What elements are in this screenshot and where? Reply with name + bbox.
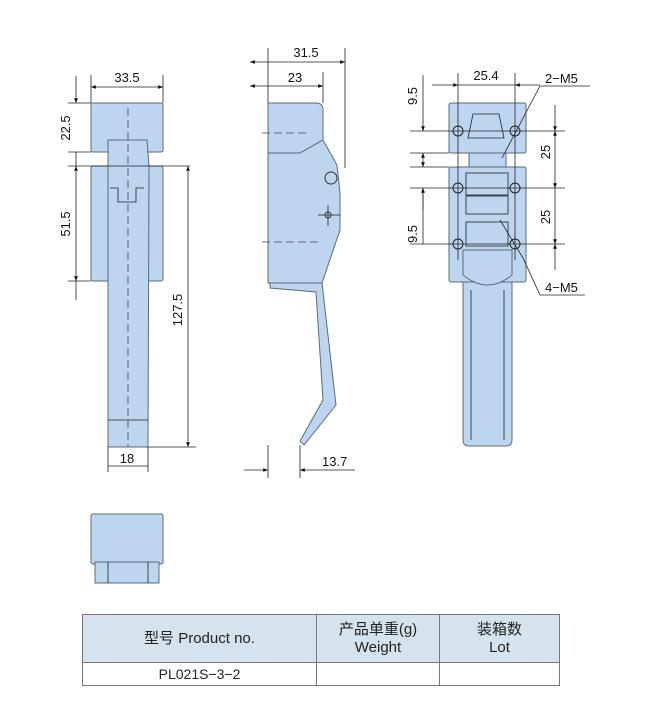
header-lot-en: Lot <box>489 638 510 656</box>
dim-left-stem-width: 18 <box>120 451 134 466</box>
dim-left-cap-height: 22.5 <box>58 115 73 140</box>
dim-side-top-width: 23 <box>288 70 302 85</box>
cell-product: PL021S−3−2 <box>82 662 317 686</box>
cell-weight <box>316 662 440 686</box>
label-2-m5: 2−M5 <box>545 71 578 86</box>
header-product: 型号 Product no. <box>82 614 317 663</box>
header-weight: 产品单重(g)Weight <box>316 614 440 663</box>
dim-side-handle-offset: 13.7 <box>322 454 347 469</box>
dim-left-width: 33.5 <box>114 70 139 85</box>
dim-left-total-height: 127.5 <box>170 294 185 327</box>
dim-left-body-height: 51.5 <box>58 211 73 236</box>
side-view: 31.5 23 13.7 <box>244 45 355 478</box>
dim-hole-spacing-1: 25 <box>538 145 553 159</box>
keeper-view <box>90 513 164 584</box>
dim-hole-spacing-x: 25.4 <box>473 68 498 83</box>
dim-side-total-width: 31.5 <box>293 45 318 60</box>
header-lot-cn: 装箱数 <box>476 620 522 638</box>
dim-offset-top: 9.5 <box>405 87 420 105</box>
dim-hole-spacing-2: 25 <box>538 210 553 224</box>
dim-offset-bottom: 9.5 <box>405 225 420 243</box>
header-weight-cn: 产品单重(g) <box>338 620 418 638</box>
cell-lot <box>439 662 560 686</box>
hole-view: 25.4 9.5 9.5 25 25 2−M5 4−M5 <box>405 68 590 447</box>
header-product-label: 型号 Product no. <box>144 629 255 647</box>
table-row: PL021S−3−2 <box>82 662 560 686</box>
header-weight-en: Weight <box>354 638 402 656</box>
front-view-left: 33.5 22.5 51.5 127.5 18 <box>58 70 196 472</box>
label-4-m5: 4−M5 <box>545 280 578 295</box>
